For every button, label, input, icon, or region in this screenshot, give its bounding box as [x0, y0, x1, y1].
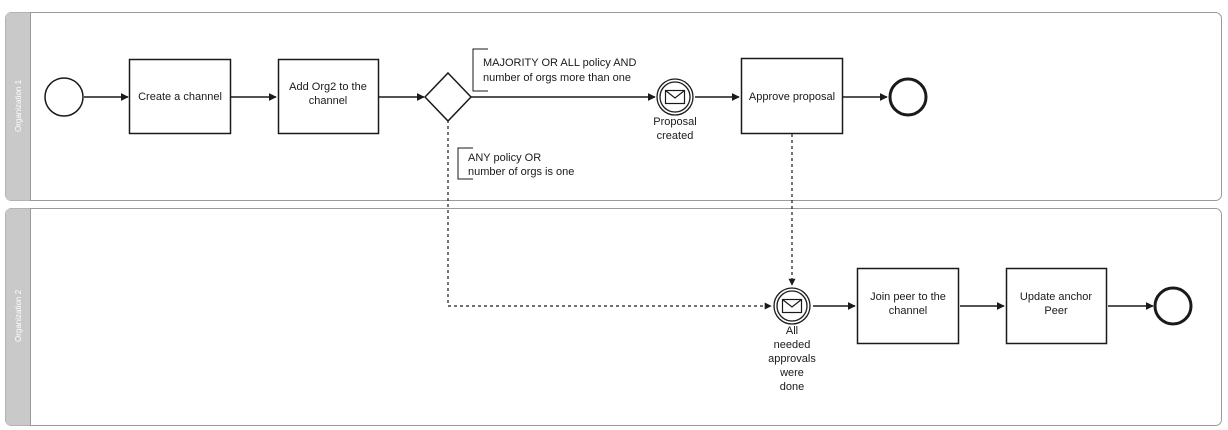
task-update-anchor-label-line1: Update anchor [1020, 291, 1092, 303]
annotation-any: ANY policy OR number of orgs is one [457, 147, 574, 180]
annotation-majority: MAJORITY OR ALL policy AND number of org… [472, 48, 636, 92]
annotation-any-line2: number of orgs is one [468, 166, 574, 178]
event-approvals-done: All needed approvals were done [768, 287, 816, 393]
event-approvals-label-line5: done [780, 381, 804, 393]
task-join-peer-label-line2: channel [889, 305, 928, 317]
event-approvals-label-line2: needed [774, 339, 811, 351]
annotation-any-line1: ANY policy OR [468, 152, 541, 164]
event-proposal-created: Proposal created [653, 78, 697, 142]
dashed-flow-gateway-to-approvals [447, 120, 772, 310]
task-create-channel: Create a channel [128, 58, 232, 135]
start-event-1 [44, 77, 84, 117]
event-proposal-created-label-line2: created [657, 130, 694, 142]
end-event-2 [1153, 286, 1193, 326]
task-join-peer: Join peer to the channel [856, 267, 960, 345]
event-approvals-label-line3: approvals [768, 353, 816, 365]
envelope-icon [664, 89, 686, 105]
task-add-org2: Add Org2 to the channel [277, 58, 380, 135]
task-update-anchor-label-line2: Peer [1044, 305, 1068, 317]
annotation-majority-line2: number of orgs more than one [483, 72, 631, 84]
task-approve-proposal: Approve proposal [740, 57, 844, 135]
event-approvals-label-line1: All [786, 325, 798, 337]
lane-2-label: Organization 2 [14, 289, 23, 342]
task-create-channel-label: Create a channel [138, 91, 222, 103]
task-add-org2-label-line1: Add Org2 to the [289, 81, 367, 93]
task-add-org2-label-line2: channel [309, 95, 348, 107]
event-approvals-label-line4: were [779, 367, 804, 379]
task-join-peer-label-line1: Join peer to the [870, 291, 946, 303]
lane-organization-2: Organization 2 [5, 208, 1222, 426]
exclusive-gateway [423, 71, 473, 123]
event-proposal-created-label-line1: Proposal [653, 116, 696, 128]
task-approve-proposal-label: Approve proposal [749, 91, 835, 103]
end-event-1 [888, 77, 928, 117]
lane-1-label: Organization 1 [14, 79, 23, 132]
task-update-anchor: Update anchor Peer [1005, 267, 1108, 345]
envelope-icon [781, 298, 803, 314]
annotation-majority-line1: MAJORITY OR ALL policy AND [483, 57, 636, 69]
